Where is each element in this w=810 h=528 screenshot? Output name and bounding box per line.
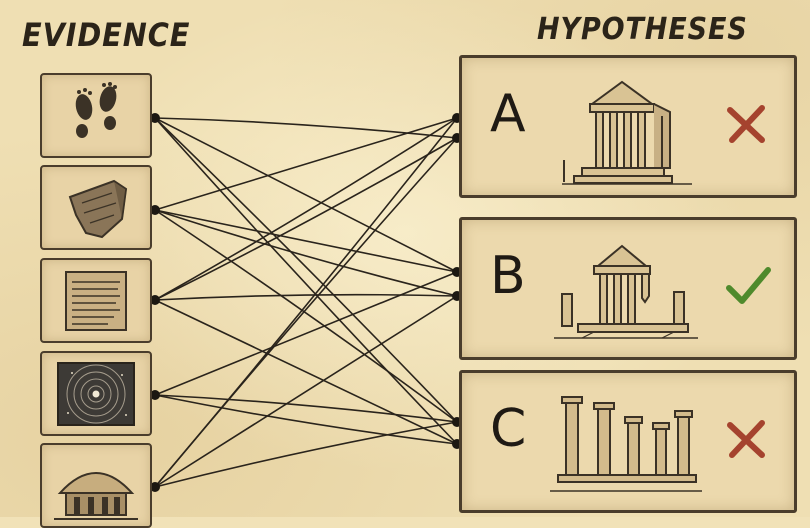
inscribed-tablet-icon [42,260,150,341]
hypothesis-letter-a: A [490,84,526,144]
evidence-card-pottery-shard [40,165,152,250]
connection-line [155,272,457,395]
evidence-hypotheses-diagram: EVIDENCE HYPOTHESES [0,0,810,517]
connection-line [155,118,457,138]
pottery-shard-icon [42,167,150,248]
connection-line [155,118,457,300]
red-x-icon [724,102,768,146]
star-map-icon [42,353,150,434]
evidence-card-ruined-building [40,443,152,528]
evidence-card-tablet [40,258,152,343]
ruined-building-icon [42,445,150,526]
green-check-icon [724,264,774,308]
connection-line [155,296,457,487]
evidence-card-star-map [40,351,152,436]
connection-line [155,118,457,487]
red-x-icon [724,417,768,461]
standing-columns-icon [542,379,712,507]
connection-line [155,395,457,444]
footprints-icon [42,75,150,156]
hypothesis-letter-b: B [490,246,526,306]
ancient-temple-icon [542,64,712,192]
hypothesis-card-b: B [459,217,797,360]
connection-line [155,118,457,444]
connection-line [155,295,457,300]
hypothesis-card-a: A [459,55,797,198]
connection-line [155,395,457,422]
hypothesis-letter-c: C [490,399,526,459]
hypothesis-card-c: C [459,370,797,513]
connection-line [155,118,457,272]
ruined-temple-icon [542,226,712,354]
evidence-card-footprints [40,73,152,158]
connection-line [155,422,457,487]
